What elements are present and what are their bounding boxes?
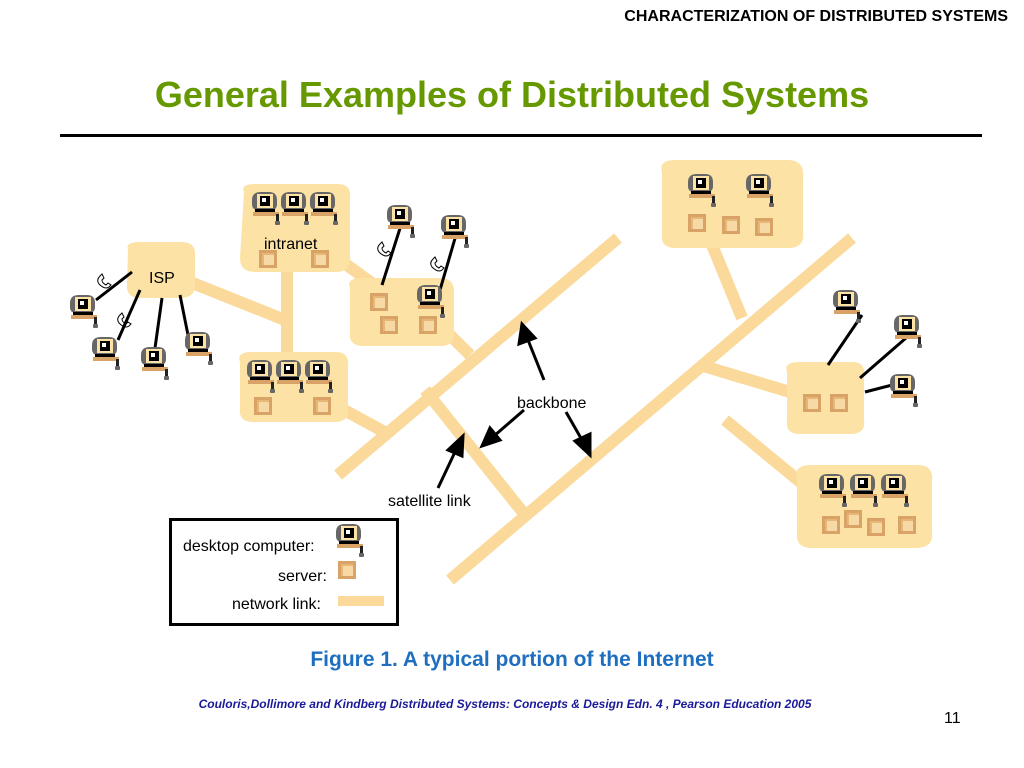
phone-icon xyxy=(97,273,112,289)
desktop-computer xyxy=(387,205,415,238)
desktop-computer xyxy=(141,347,169,380)
figure-caption: Figure 1. A typical portion of the Inter… xyxy=(310,648,714,671)
isp-blob xyxy=(126,242,196,298)
isp-label: ISP xyxy=(149,270,175,287)
satellite-crosslink xyxy=(420,386,530,519)
server xyxy=(688,214,706,232)
desktop-computer xyxy=(92,337,120,370)
isp-dialup-links xyxy=(95,221,907,394)
server xyxy=(803,394,821,412)
right-blob xyxy=(786,362,865,434)
server xyxy=(419,316,437,334)
label-arrows xyxy=(436,320,592,489)
page-number: 11 xyxy=(944,710,961,727)
server xyxy=(822,516,840,534)
legend-link-label: network link: xyxy=(232,596,321,613)
link-topright-backbone xyxy=(704,237,748,321)
slide-title: General Examples of Distributed Systems xyxy=(154,74,870,115)
server xyxy=(867,518,885,536)
server xyxy=(830,394,848,412)
server xyxy=(755,218,773,236)
link-bottomright-backbone xyxy=(721,415,814,495)
phone-icon xyxy=(430,256,445,272)
desktop-computer xyxy=(833,290,861,323)
link-isp-intranet xyxy=(182,274,288,326)
phone-icon xyxy=(377,241,392,257)
link-right-backbone xyxy=(698,359,802,401)
intranet-label: intranet xyxy=(264,236,318,253)
satellite-link-label: satellite link xyxy=(388,493,471,510)
server xyxy=(370,293,388,311)
title-divider xyxy=(60,134,982,137)
server xyxy=(722,216,740,234)
citation: Couloris,Dollimore and Kindberg Distribu… xyxy=(198,697,812,711)
backbone-label: backbone xyxy=(517,395,587,412)
network-clusters xyxy=(126,160,933,548)
slide-header: CHARACTERIZATION OF DISTRIBUTED SYSTEMS xyxy=(624,8,1008,25)
server xyxy=(380,316,398,334)
desktop-computer xyxy=(185,332,213,365)
server xyxy=(844,510,862,528)
desktop-computer xyxy=(890,374,918,407)
legend-desktop-label: desktop computer: xyxy=(183,538,315,555)
server xyxy=(898,516,916,534)
legend-box xyxy=(169,518,399,626)
server xyxy=(313,397,331,415)
desktop-computer xyxy=(70,295,98,328)
legend-link-icon xyxy=(338,596,384,606)
backbone-right xyxy=(446,233,856,585)
topright-blob xyxy=(661,160,804,248)
legend-server-label: server: xyxy=(278,568,327,585)
server xyxy=(254,397,272,415)
